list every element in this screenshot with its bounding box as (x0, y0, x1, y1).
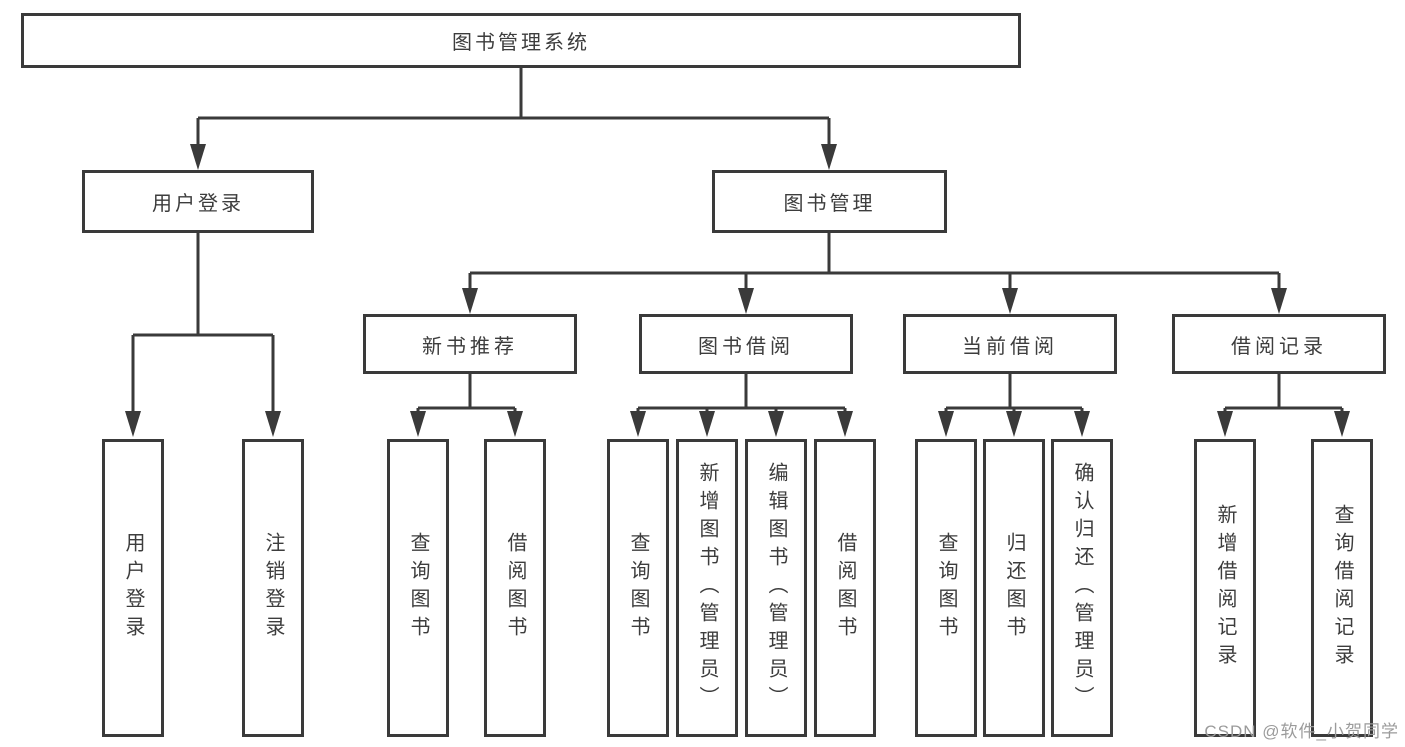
leaf-borrow-add-books-admin: 新增图书（管理员） (676, 439, 738, 737)
node-book-borrowing: 图书借阅 (639, 314, 853, 374)
node-borrowing-records: 借阅记录 (1172, 314, 1386, 374)
node-book-management: 图书管理 (712, 170, 947, 233)
csdn-watermark: CSDN @软件_小贺同学 (1204, 722, 1399, 741)
leaf-new-books-borrow-books: 借阅图书 (484, 439, 546, 737)
leaf-records-query-record: 查询借阅记录 (1311, 439, 1373, 737)
connector-root-to-level2 (190, 68, 837, 170)
leaf-records-add-record: 新增借阅记录 (1194, 439, 1256, 737)
connector-borrow-to-leaves (630, 374, 853, 437)
leaf-logout: 注销登录 (242, 439, 304, 737)
leaf-current-query-books: 查询图书 (915, 439, 977, 737)
node-root-system: 图书管理系统 (21, 13, 1021, 68)
leaf-borrow-borrow-books: 借阅图书 (814, 439, 876, 737)
leaf-borrow-query-books: 查询图书 (607, 439, 669, 737)
connector-records-to-leaves (1217, 374, 1350, 437)
leaf-borrow-edit-books-admin: 编辑图书（管理员） (745, 439, 807, 737)
node-current-borrowing: 当前借阅 (903, 314, 1117, 374)
leaf-current-return-books: 归还图书 (983, 439, 1045, 737)
leaf-new-books-query-books: 查询图书 (387, 439, 449, 737)
leaf-current-confirm-return-admin: 确认归还（管理员） (1051, 439, 1113, 737)
node-user-login: 用户登录 (82, 170, 314, 233)
connector-current-to-leaves (938, 374, 1090, 437)
connector-user-login-to-leaves (125, 233, 281, 437)
connector-new-books-to-leaves (410, 374, 523, 437)
leaf-user-login: 用户登录 (102, 439, 164, 737)
node-new-book-recommendation: 新书推荐 (363, 314, 577, 374)
connector-book-mgmt-to-level3 (462, 233, 1287, 314)
